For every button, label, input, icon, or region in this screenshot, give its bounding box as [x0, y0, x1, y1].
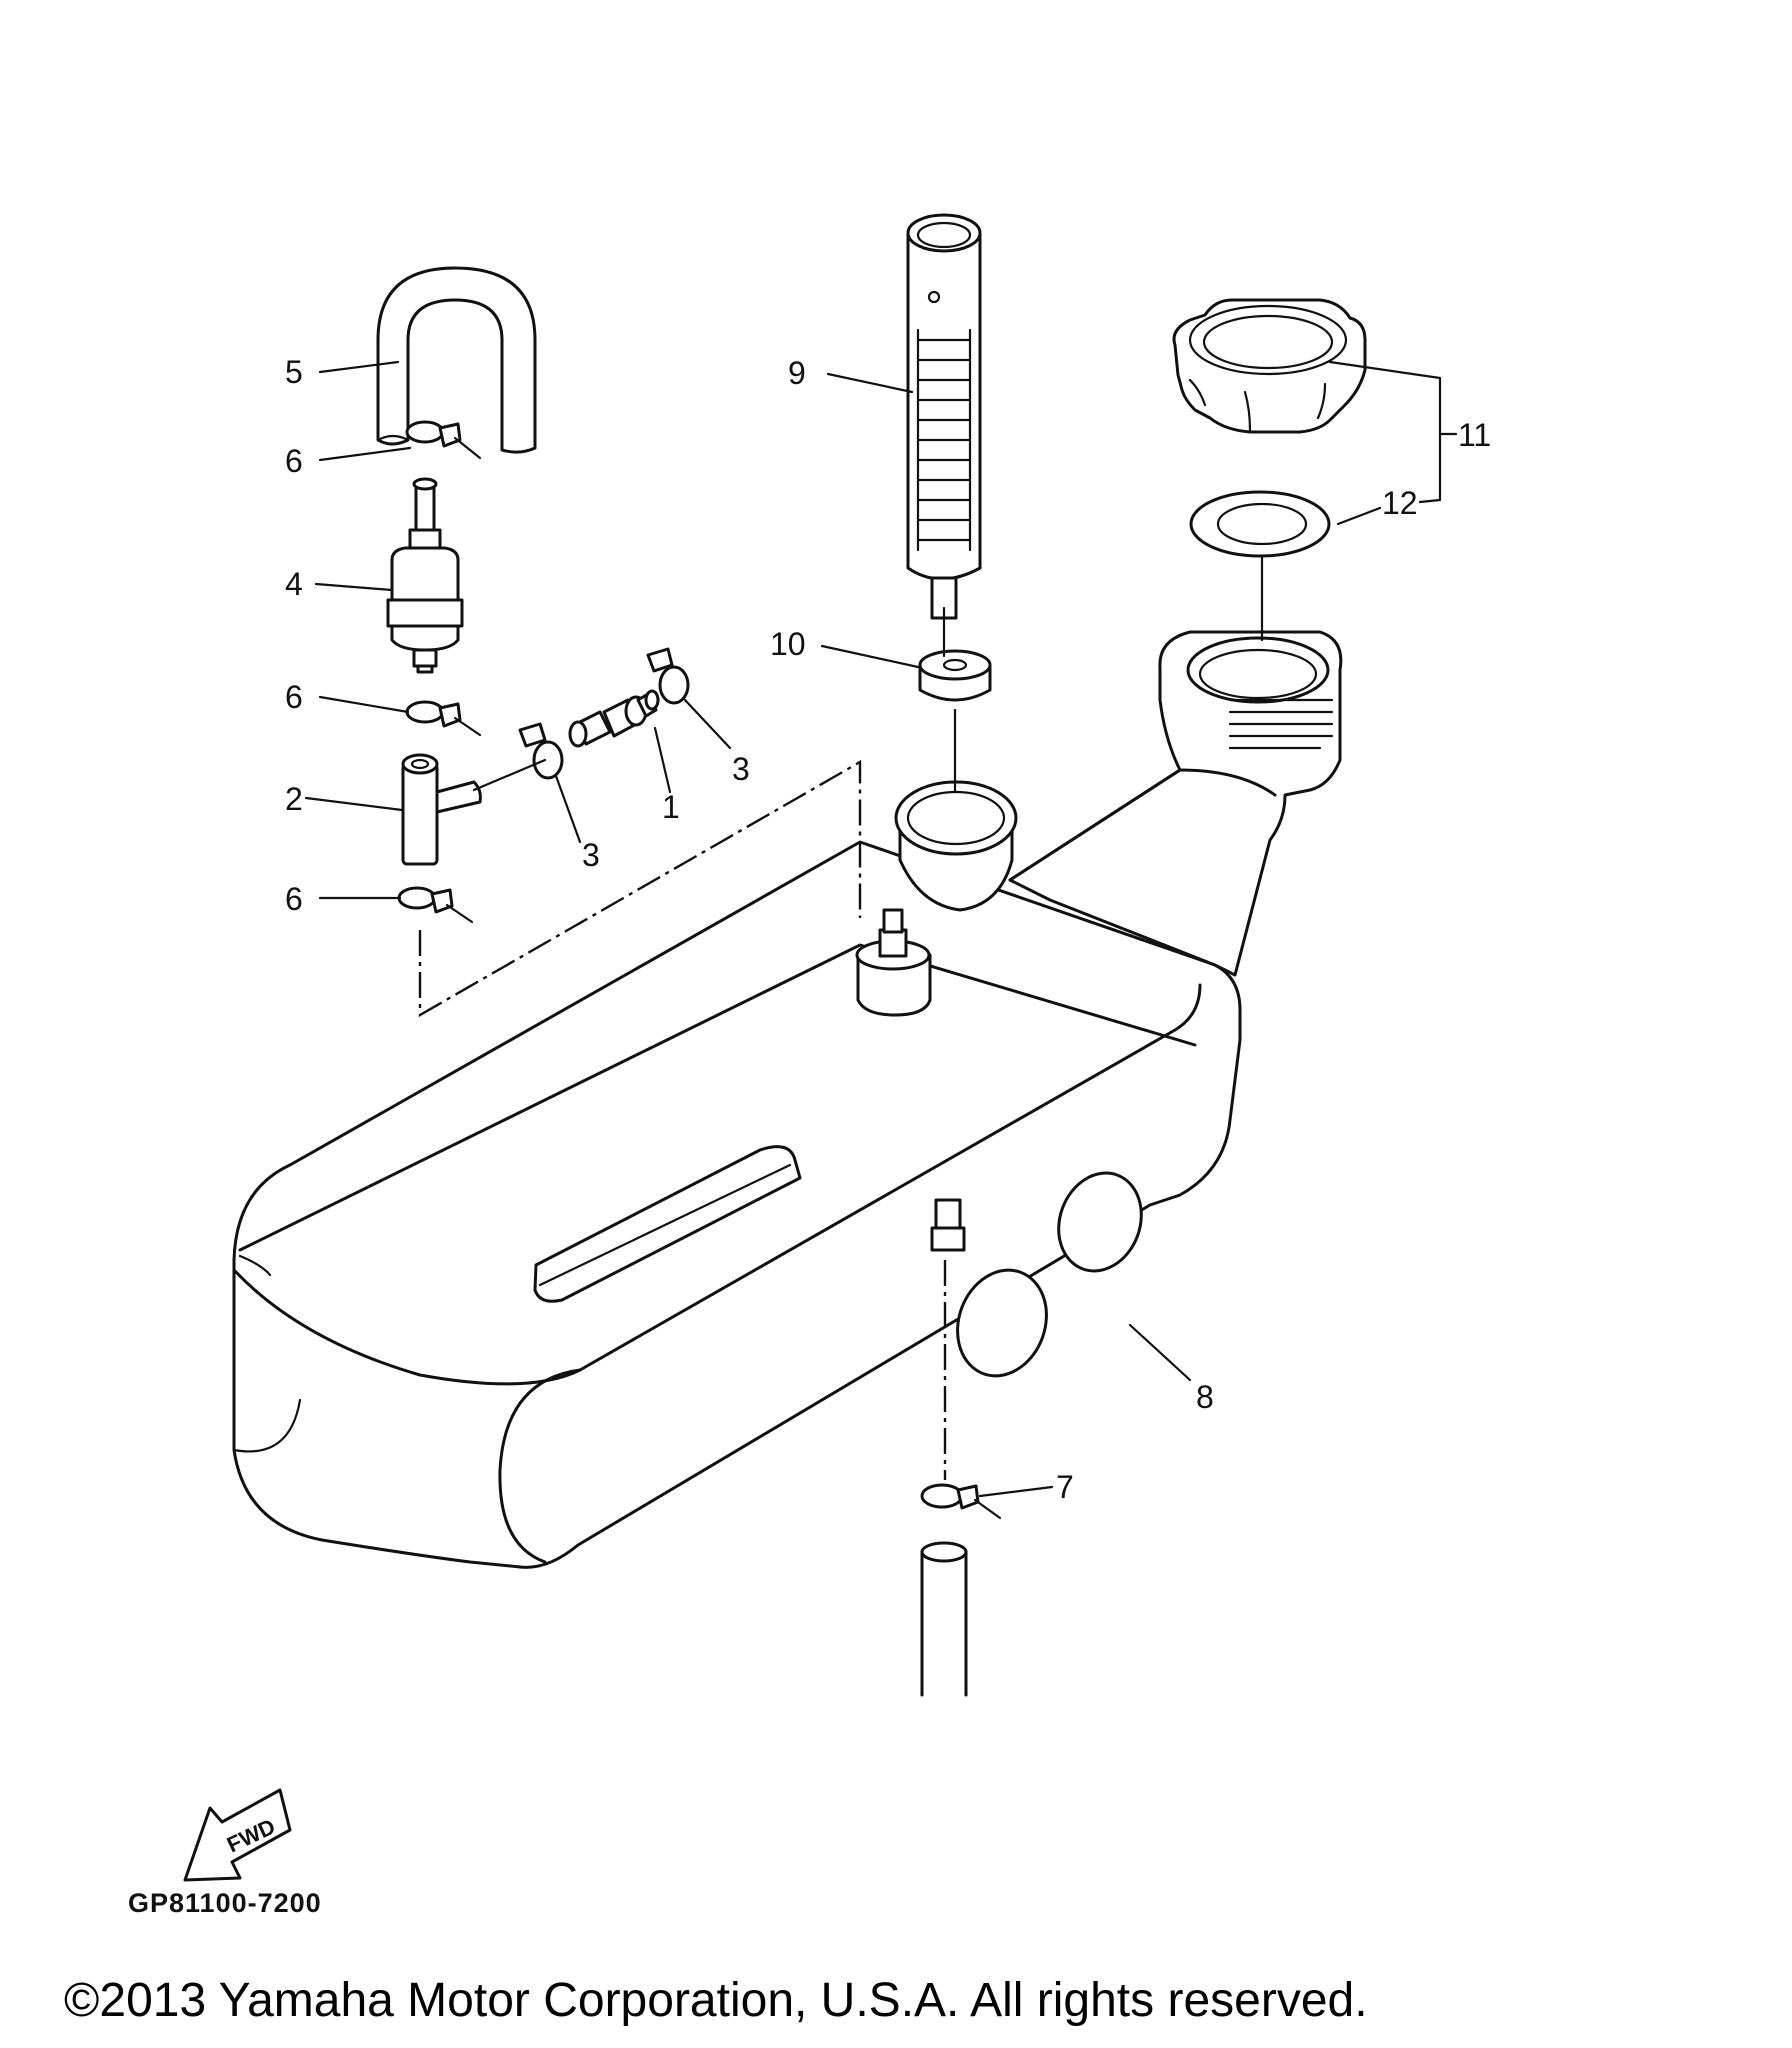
callout-8: 8 [1196, 1379, 1214, 1415]
leader-lines [304, 360, 1458, 1498]
gasket [1189, 490, 1331, 558]
clip-3-right [646, 647, 690, 705]
callout-11: 11 [1458, 417, 1491, 453]
oil-tank [232, 630, 1343, 1569]
callout-6-lower: 6 [285, 881, 303, 917]
callout-3-right: 3 [732, 751, 750, 787]
hose-clip-upper [405, 420, 482, 460]
callout-1: 1 [662, 789, 680, 825]
hose-clip-middle [405, 700, 482, 737]
copyright-notice: ©2013 Yamaha Motor Corporation, U.S.A. A… [64, 1974, 1368, 2027]
grommet [918, 649, 992, 702]
callout-2: 2 [285, 781, 303, 817]
lower-hose [920, 1541, 968, 1697]
callout-7: 7 [1056, 1469, 1074, 1505]
callout-9: 9 [788, 355, 806, 391]
clip-3-left [518, 722, 564, 780]
strainer-mesh [916, 328, 972, 552]
callouts: 5 6 4 6 2 6 1 3 3 9 10 11 12 8 7 [285, 354, 1491, 1505]
hose-bent [376, 266, 537, 454]
callout-4: 4 [285, 566, 303, 602]
oil-strainer [906, 213, 982, 620]
t-joint [401, 753, 482, 866]
callout-6-upper: 6 [285, 443, 303, 479]
callout-3-left: 3 [582, 837, 600, 873]
diagram-code: GP81100-7200 [128, 1888, 322, 1918]
hose-clip-bottom [920, 1483, 1002, 1520]
oil-filter [386, 477, 464, 674]
callout-12: 12 [1382, 485, 1418, 521]
hose-clip-lower [397, 886, 474, 924]
callout-10: 10 [770, 626, 806, 662]
callout-5: 5 [285, 354, 303, 390]
tank-cap [1172, 298, 1367, 434]
check-valve [568, 689, 660, 748]
fwd-arrow-icon: FWD [183, 1788, 292, 1882]
callout-6-middle: 6 [285, 679, 303, 715]
assembly-lines [418, 556, 1264, 1480]
